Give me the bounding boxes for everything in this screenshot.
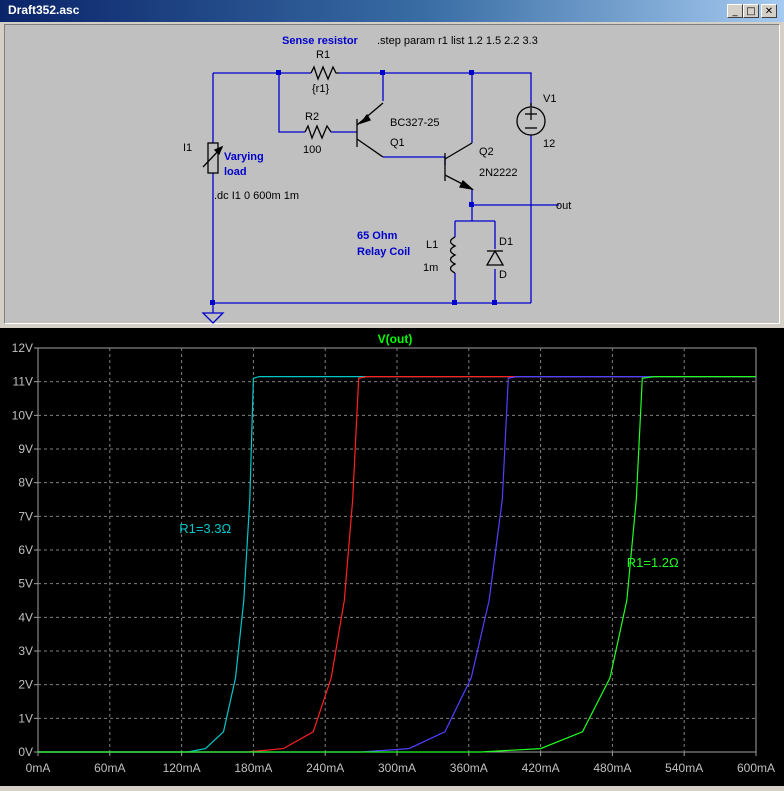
trace-series-1[interactable] — [38, 375, 756, 753]
q2-model: 2N2222 — [479, 167, 518, 179]
q1-model: BC327-25 — [390, 117, 440, 129]
i1-name: I1 — [183, 142, 192, 154]
y-tick-label: 10V — [12, 408, 33, 422]
step-directive[interactable]: .step param r1 list 1.2 1.5 2.2 3.3 — [377, 35, 538, 47]
sense-resistor-label: Sense resistor — [282, 35, 359, 47]
x-tick-label: 60mA — [94, 761, 125, 775]
waveform-pane[interactable]: V(out) 0mA 60mA 120mA 180mA 240mA 300mA 360mA 4… — [0, 328, 784, 786]
r1-name: R1 — [316, 49, 330, 61]
x-tick-label: 540mA — [665, 761, 703, 775]
window-title: Draft352.asc — [8, 3, 80, 17]
y-tick-label: 8V — [18, 476, 33, 490]
r2-value: 100 — [303, 144, 321, 156]
r2-name: R2 — [305, 111, 319, 123]
x-tick-label: 420mA — [522, 761, 560, 775]
q2-name: Q2 — [479, 146, 494, 158]
q1-name: Q1 — [390, 137, 405, 149]
minimize-button[interactable]: _ — [727, 4, 743, 18]
x-tick-label: 600mA — [737, 761, 775, 775]
waveform-chart[interactable]: V(out) 0mA 60mA 120mA 180mA 240mA 300mA 360mA 4… — [0, 328, 784, 786]
y-tick-label: 6V — [18, 543, 33, 557]
l1-value: 1m — [423, 262, 438, 274]
l1-inductor-icon[interactable] — [449, 236, 457, 274]
y-tick-label: 9V — [18, 442, 33, 456]
d1-model: D — [499, 269, 507, 281]
load-label-line2: load — [224, 166, 247, 178]
d1-name: D1 — [499, 236, 513, 248]
window-title-bar[interactable]: Draft352.asc _ □ ✕ — [0, 0, 784, 22]
y-tick-label: 11V — [13, 375, 33, 389]
x-tick-label: 360mA — [450, 761, 488, 775]
maximize-button[interactable]: □ — [743, 4, 759, 18]
ground-icon — [201, 312, 225, 324]
load-label-line1: Varying — [224, 151, 264, 163]
pane-splitter[interactable] — [0, 324, 784, 328]
y-tick-label: 4V — [18, 610, 33, 624]
y-tick-label: 0V — [18, 745, 33, 759]
out-label: out — [556, 200, 571, 212]
trace-series-3[interactable] — [38, 375, 756, 753]
d1-diode-icon[interactable] — [485, 249, 505, 266]
q2-transistor-icon[interactable] — [444, 142, 475, 191]
dc-directive[interactable]: .dc I1 0 600m 1m — [214, 190, 299, 202]
y-tick-label: 3V — [18, 644, 33, 658]
x-tick-label: 240mA — [306, 761, 344, 775]
junction-dots — [210, 70, 497, 305]
l1-name: L1 — [426, 239, 438, 251]
r1-value: {r1} — [312, 83, 329, 95]
r1-resistor-icon[interactable] — [310, 65, 339, 81]
coil-label-line1: 65 Ohm — [357, 230, 398, 242]
x-tick-label: 300mA — [378, 761, 416, 775]
v1-name: V1 — [543, 93, 556, 105]
i1-current-source-icon[interactable] — [202, 142, 224, 174]
coil-label-line2: Relay Coil — [357, 246, 410, 258]
r2-resistor-icon[interactable] — [304, 124, 332, 140]
v1-voltage-source-icon[interactable] — [516, 103, 546, 136]
close-button[interactable]: ✕ — [761, 4, 777, 18]
v1-value: 12 — [543, 138, 555, 150]
y-tick-label: 7V — [18, 509, 33, 523]
y-tick-label: 2V — [18, 678, 33, 692]
x-tick-label: 0mA — [26, 761, 51, 775]
trace-series-4[interactable] — [38, 375, 756, 753]
y-tick-label: 5V — [18, 577, 33, 591]
x-tick-label: 480mA — [593, 761, 631, 775]
x-tick-label: 120mA — [163, 761, 201, 775]
schematic-pane[interactable]: Sense resistor .step param r1 list 1.2 1… — [4, 24, 780, 324]
wires — [212, 72, 559, 313]
y-tick-label: 1V — [18, 711, 33, 725]
trace-annotation-1: R1=3.3Ω — [179, 521, 231, 536]
q1-transistor-icon[interactable] — [356, 102, 384, 158]
y-tick-label: 12V — [12, 341, 33, 355]
schematic-canvas[interactable]: Sense resistor .step param r1 list 1.2 1… — [5, 25, 781, 325]
trace-annotation-2: R1=1.2Ω — [627, 555, 679, 570]
trace-title[interactable]: V(out) — [378, 332, 413, 346]
x-tick-label: 180mA — [234, 761, 272, 775]
trace-series-2[interactable] — [38, 375, 756, 753]
